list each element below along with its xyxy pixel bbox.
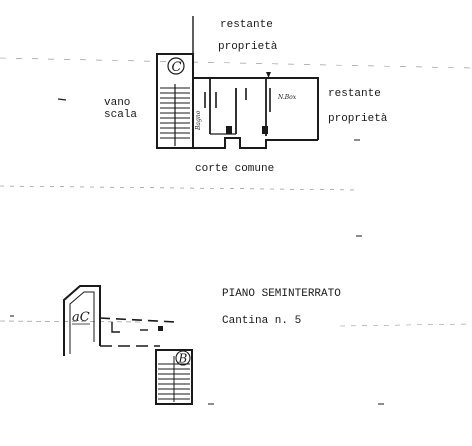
label-right-restante: restante — [328, 88, 381, 100]
label-scala: scala — [104, 109, 137, 121]
room-label-bagno: Bagno — [195, 110, 202, 131]
lower-floor-plan: aC B PIANO SEMINTERRATO Cantina n. 5 — [0, 235, 472, 405]
label-corte-comune: corte comune — [195, 163, 274, 175]
cantina-room-label: aC — [72, 310, 90, 325]
label-right-proprieta: proprietà — [328, 113, 388, 125]
lower-section-letter: B — [178, 352, 188, 366]
title-piano-seminterrato: PIANO SEMINTERRATO — [222, 288, 341, 300]
upper-staircase — [160, 84, 190, 146]
room-label-box: N.Box — [277, 94, 297, 101]
upper-section-marker: C — [167, 57, 185, 75]
label-vano: vano — [104, 97, 130, 109]
label-top-proprieta: proprietà — [218, 41, 278, 53]
lower-staircase — [158, 363, 190, 400]
subtitle-cantina: Cantina n. 5 — [222, 315, 301, 327]
unit-outline — [156, 53, 319, 149]
lower-section-marker: B — [175, 350, 191, 366]
upper-section-letter: C — [172, 60, 182, 75]
upper-floor-plan: C Bagno N.Box restante proprietà vano sc… — [0, 16, 472, 191]
cantina-outline — [63, 285, 193, 405]
label-top-restante: restante — [220, 19, 273, 31]
